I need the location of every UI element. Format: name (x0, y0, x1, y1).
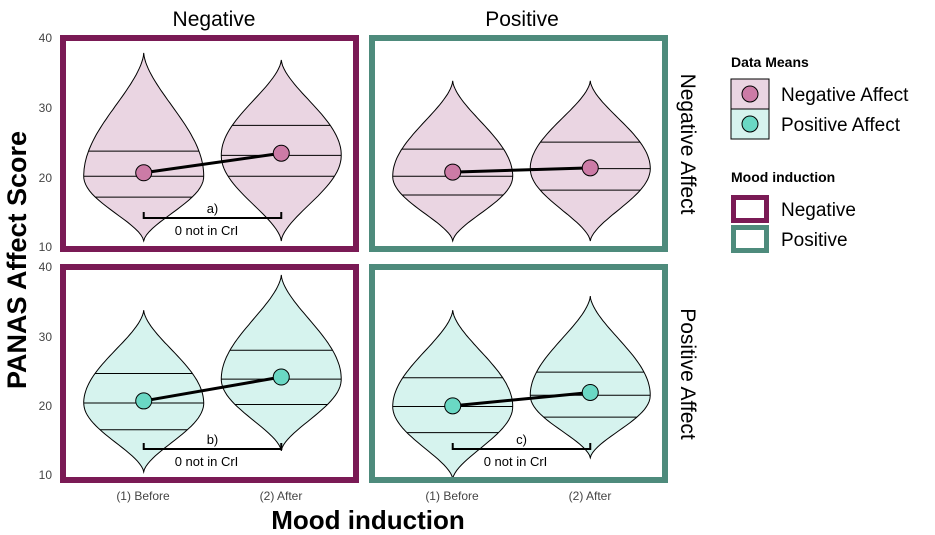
mean-point (272, 144, 290, 162)
panels-layer: a) 0 not in CrI b) 0 not in CrI c) 0 not in C… (60, 35, 668, 483)
x-axis-title: Mood induction (271, 505, 465, 535)
panel-frame (369, 264, 668, 483)
mean-connector-line (452, 166, 591, 174)
annotation-bracket (142, 443, 283, 450)
annotation-label: c) (516, 432, 527, 447)
violin (83, 310, 205, 474)
mean-connector-line (143, 375, 282, 403)
legend-label-positive-induction: Positive (781, 230, 848, 251)
mean-point (272, 368, 290, 386)
legend-label-positive-affect: Positive Affect (781, 115, 901, 136)
annotation-note: 0 not in CrI (175, 454, 239, 469)
legend-mood-title: Mood induction (731, 169, 835, 185)
mean-point (581, 383, 599, 401)
legend-label-negative-affect: Negative Affect (781, 85, 909, 106)
panel-1: a) 0 not in CrI (60, 35, 359, 252)
violin (83, 52, 205, 243)
y-tick-label: 30 (39, 330, 53, 344)
legend-key-negative-induction (731, 195, 769, 223)
x-tick-label: (1) Before (425, 489, 479, 503)
y-tick-label: 40 (39, 260, 53, 274)
legend-point-positive-affect (741, 115, 759, 133)
y-axis-title: PANAS Affect Score (2, 131, 32, 389)
annotation-label: a) (207, 201, 219, 216)
violin (392, 80, 514, 243)
annotation-bracket (142, 212, 283, 219)
column-title-negative: Negative (173, 8, 256, 31)
legend-key-positive-induction (731, 225, 769, 253)
y-tick-label: 30 (39, 101, 53, 115)
row-title-negative-affect: Negative Affect (676, 74, 699, 215)
panel-2 (369, 35, 668, 252)
column-title-positive: Positive (485, 8, 559, 31)
annotation-bracket (451, 443, 592, 450)
mean-connector-line (143, 151, 282, 175)
mean-point (581, 159, 599, 177)
y-tick-label: 40 (39, 31, 53, 45)
panel-4: c) 0 not in CrI (369, 264, 668, 483)
mean-connector-line (452, 390, 591, 408)
mean-point (135, 164, 153, 182)
panel-frame (60, 35, 359, 252)
y-tick-label: 20 (39, 171, 53, 185)
x-tick-label: (2) After (260, 489, 303, 503)
legend-means-title: Data Means (731, 54, 809, 70)
x-tick-label: (2) After (569, 489, 612, 503)
mean-point (135, 392, 153, 410)
panel-3: b) 0 not in CrI (60, 264, 359, 483)
violin (529, 296, 651, 460)
violin (220, 274, 342, 452)
mean-point (444, 397, 462, 415)
legend-point-negative-affect (741, 85, 759, 103)
panel-frame (369, 35, 668, 252)
legend-label-negative-induction: Negative (781, 200, 856, 221)
y-tick-label: 20 (39, 399, 53, 413)
violin (392, 310, 514, 480)
row-title-positive-affect: Positive Affect (676, 308, 699, 440)
y-tick-label: 10 (39, 468, 53, 482)
annotation-note: 0 not in CrI (484, 454, 548, 469)
annotation-label: b) (207, 432, 219, 447)
annotation-note: 0 not in CrI (175, 223, 239, 238)
y-tick-label: 10 (39, 240, 53, 254)
x-tick-label: (1) Before (116, 489, 170, 503)
mean-point (444, 163, 462, 181)
panel-frame (60, 264, 359, 483)
